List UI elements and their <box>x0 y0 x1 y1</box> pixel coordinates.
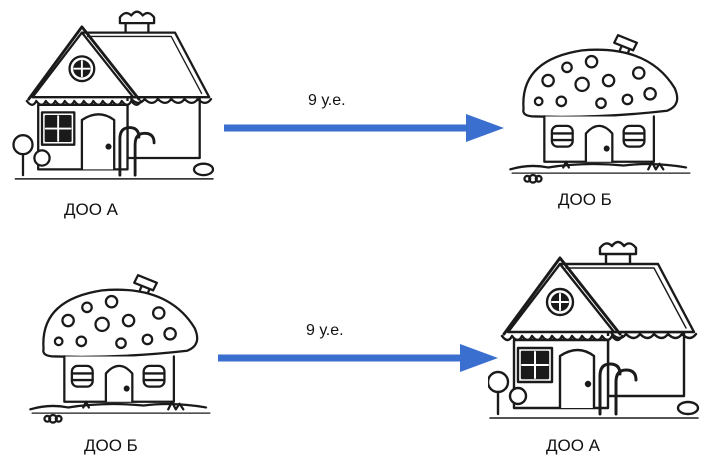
gingerbread-house-icon <box>488 236 708 436</box>
house-label-top-left: ДОО А <box>64 200 119 219</box>
arrow-right-icon <box>224 114 504 142</box>
transfer-amount-top: 9 у.е. <box>308 92 346 109</box>
house-label-bottom-left: ДОО Б <box>84 436 138 455</box>
house-label-bottom-right: ДОО А <box>546 436 601 455</box>
house-label-top-right: ДОО Б <box>558 190 612 209</box>
mushroom-house-icon <box>26 262 216 432</box>
arrow-right-icon <box>218 344 498 372</box>
gingerbread-house-icon <box>8 6 228 196</box>
mushroom-house-icon <box>506 22 696 192</box>
transfer-amount-bottom: 9 у.е. <box>306 322 344 339</box>
